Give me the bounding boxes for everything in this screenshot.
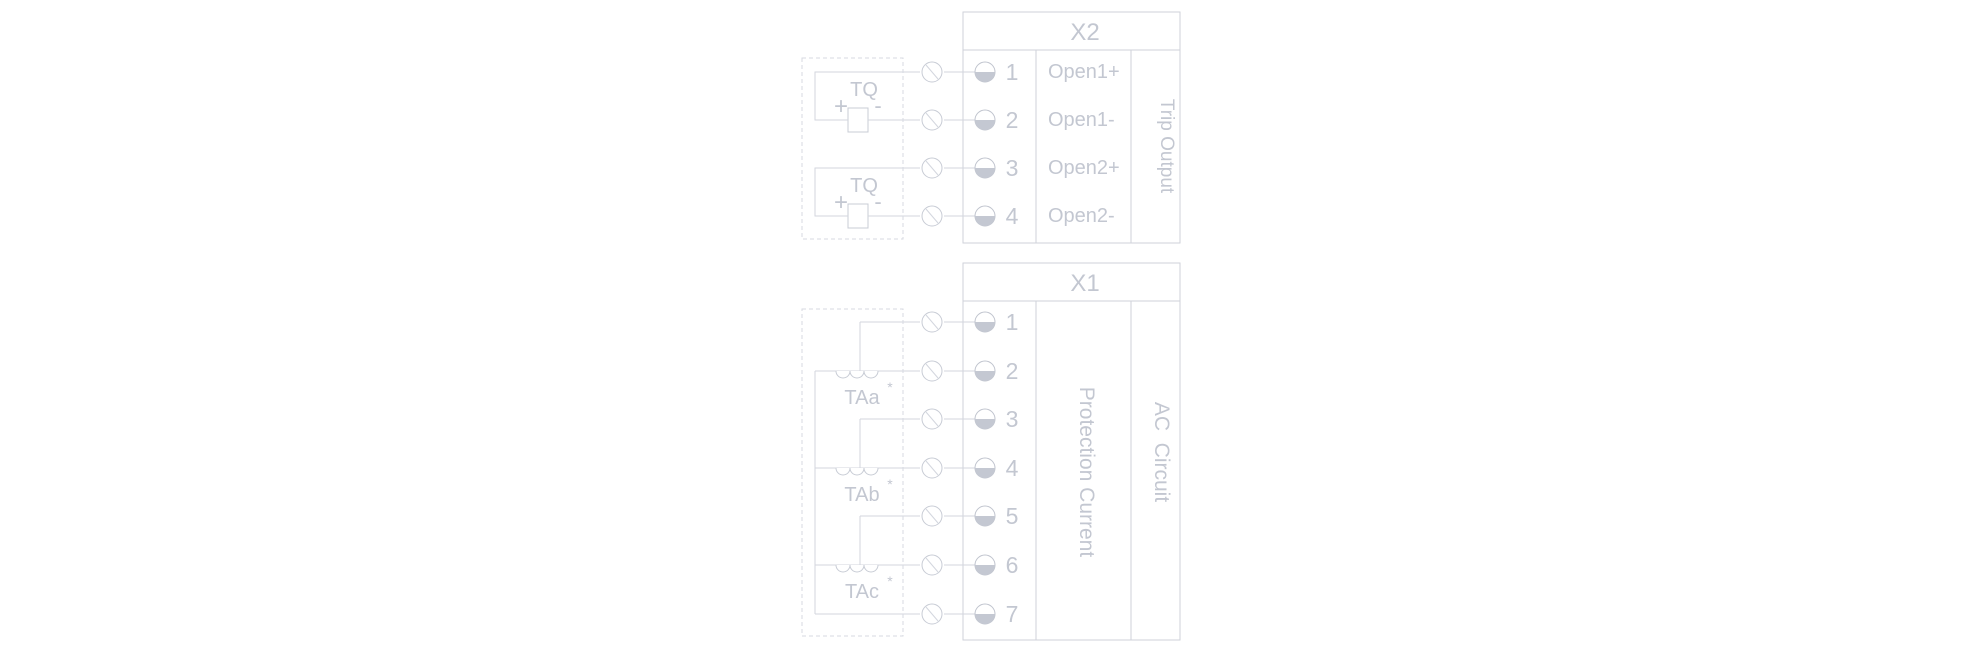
x1-terminal-number: 6: [1006, 552, 1019, 578]
x2-signal-label: Open1-: [1048, 109, 1115, 131]
x1-terminal-number: 5: [1006, 503, 1019, 529]
x1-block: X1 Protection Current AC Circuit: [962, 262, 1181, 641]
x2-terminal-column: [962, 49, 1037, 244]
x2-signal-label: Open2+: [1048, 157, 1120, 179]
coil-plus: +: [834, 93, 848, 120]
coil-icon: [847, 203, 869, 229]
terminal-icon: [974, 61, 996, 83]
x1-terminal-number: 2: [1006, 358, 1019, 384]
coil-label: TQ: [850, 175, 878, 197]
current-transformers: TAa * TAb * TAc *: [801, 308, 904, 637]
terminal-icon: [974, 311, 996, 333]
x1-signal-label: Protection Current: [1075, 387, 1098, 558]
x2-terminal-number: 4: [1006, 203, 1019, 229]
terminal-icon: [974, 205, 996, 227]
x1-group-column: [1130, 300, 1181, 641]
x2-header: X2: [1070, 19, 1099, 46]
ct-polarity-mark: *: [887, 379, 893, 395]
ct-winding-icon: [835, 370, 879, 379]
x1-group-label: AC Circuit: [1150, 402, 1173, 503]
ct-label: TAc: [845, 581, 879, 603]
x1-terminal-number: 7: [1006, 601, 1019, 627]
coil-plus: +: [834, 189, 848, 216]
terminal-icon: [974, 109, 996, 131]
coil-label: TQ: [850, 79, 878, 101]
ct-polarity-mark: *: [887, 476, 893, 492]
terminal-icon: [974, 408, 996, 430]
x2-group-label: Trip Output: [1156, 99, 1177, 194]
x1-terminal-number: 1: [1006, 309, 1019, 335]
device-boundary: [801, 57, 904, 240]
ct-label: TAa: [844, 387, 880, 409]
terminal-icon: [974, 603, 996, 625]
x1-rows: 1 2 3 4 5 6 7: [815, 309, 1019, 627]
x1-header: X1: [1070, 270, 1099, 297]
coil-minus: -: [874, 189, 881, 214]
x2-terminal-number: 3: [1006, 155, 1019, 181]
terminal-icon: [974, 360, 996, 382]
x2-terminal-number: 1: [1006, 59, 1019, 85]
device-boundary: [801, 308, 904, 637]
x1-terminal-column: [962, 300, 1037, 641]
terminal-icon: [974, 157, 996, 179]
ct-winding-icon: [835, 564, 879, 573]
x2-block: X2 Trip Output: [962, 11, 1181, 244]
x2-terminal-number: 2: [1006, 107, 1019, 133]
ct-polarity-mark: *: [887, 573, 893, 589]
x2-group-column: [1130, 49, 1181, 244]
x2-signal-label: Open1+: [1048, 61, 1120, 83]
terminal-icon: [974, 554, 996, 576]
x1-terminal-number: 4: [1006, 455, 1019, 481]
terminal-icon: [974, 457, 996, 479]
ct-winding-icon: [835, 467, 879, 476]
trip-coils: TQ + - TQ + -: [801, 57, 904, 240]
terminal-icon: [974, 505, 996, 527]
coil-icon: [847, 107, 869, 133]
ct-label: TAb: [844, 484, 879, 506]
x2-signal-label: Open2-: [1048, 205, 1115, 227]
coil-minus: -: [874, 93, 881, 118]
x1-terminal-number: 3: [1006, 406, 1019, 432]
